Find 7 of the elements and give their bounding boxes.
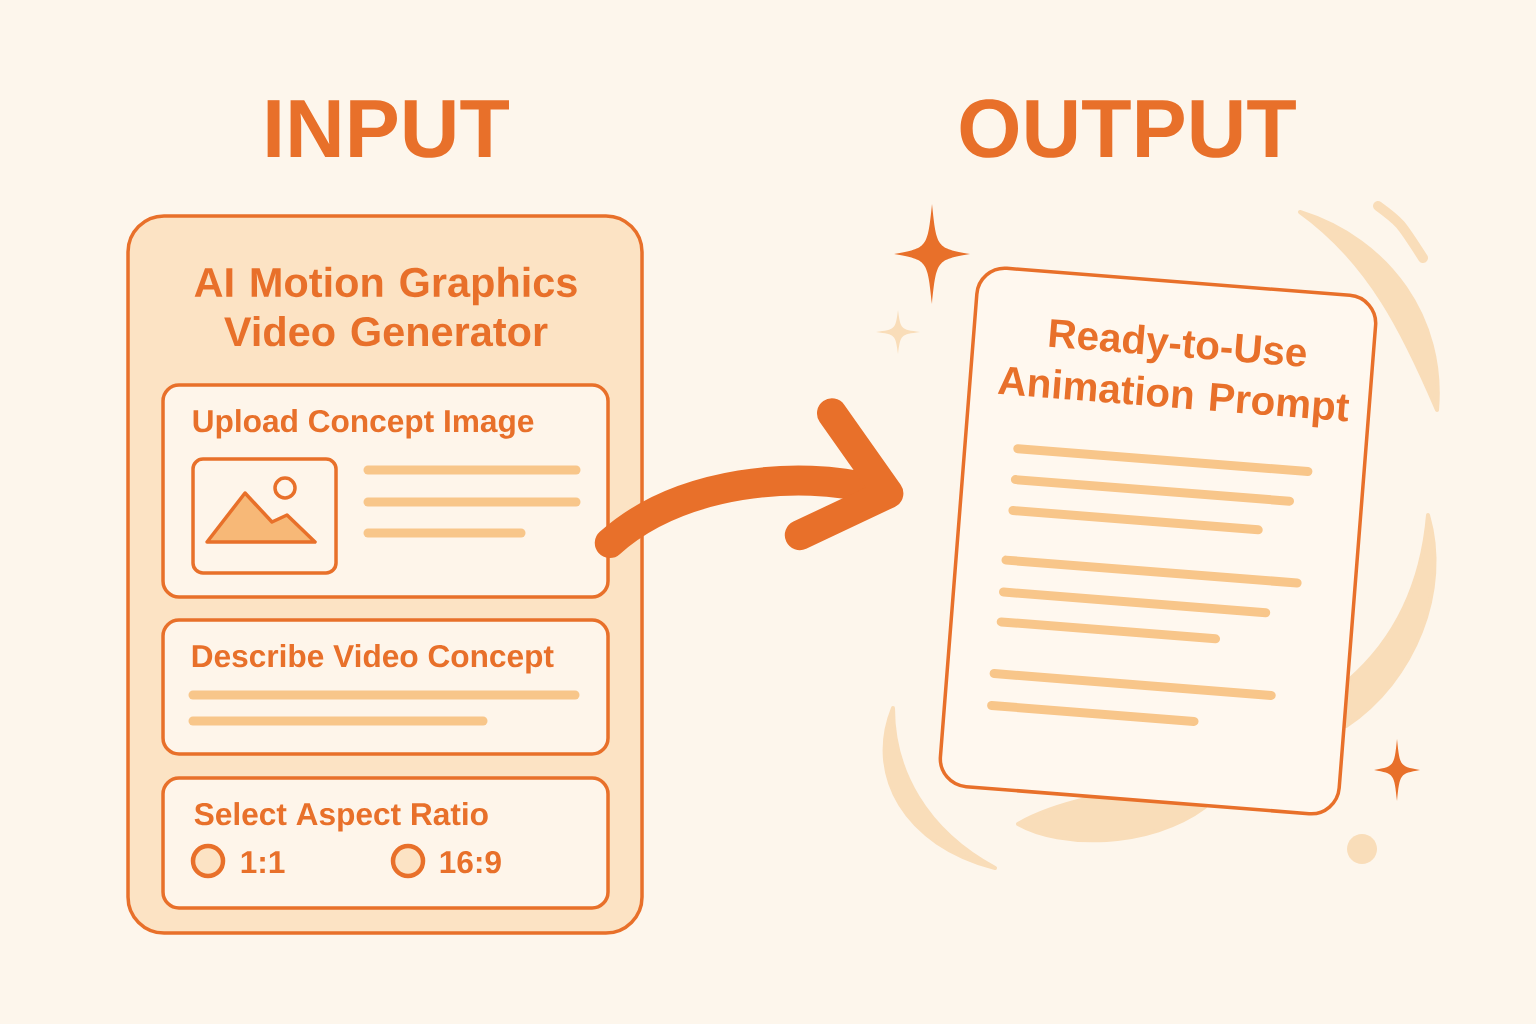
document-card: Ready-to-Use Animation Prompt: [938, 266, 1378, 816]
option-label: 16:9: [440, 850, 501, 874]
heading: OUTPUT: [960, 99, 1296, 158]
describe-card: Describe Video Concept: [161, 618, 610, 756]
curved-arrow: [594, 398, 904, 558]
option-label: 1:1: [241, 851, 285, 873]
heading: INPUT: [267, 100, 509, 158]
